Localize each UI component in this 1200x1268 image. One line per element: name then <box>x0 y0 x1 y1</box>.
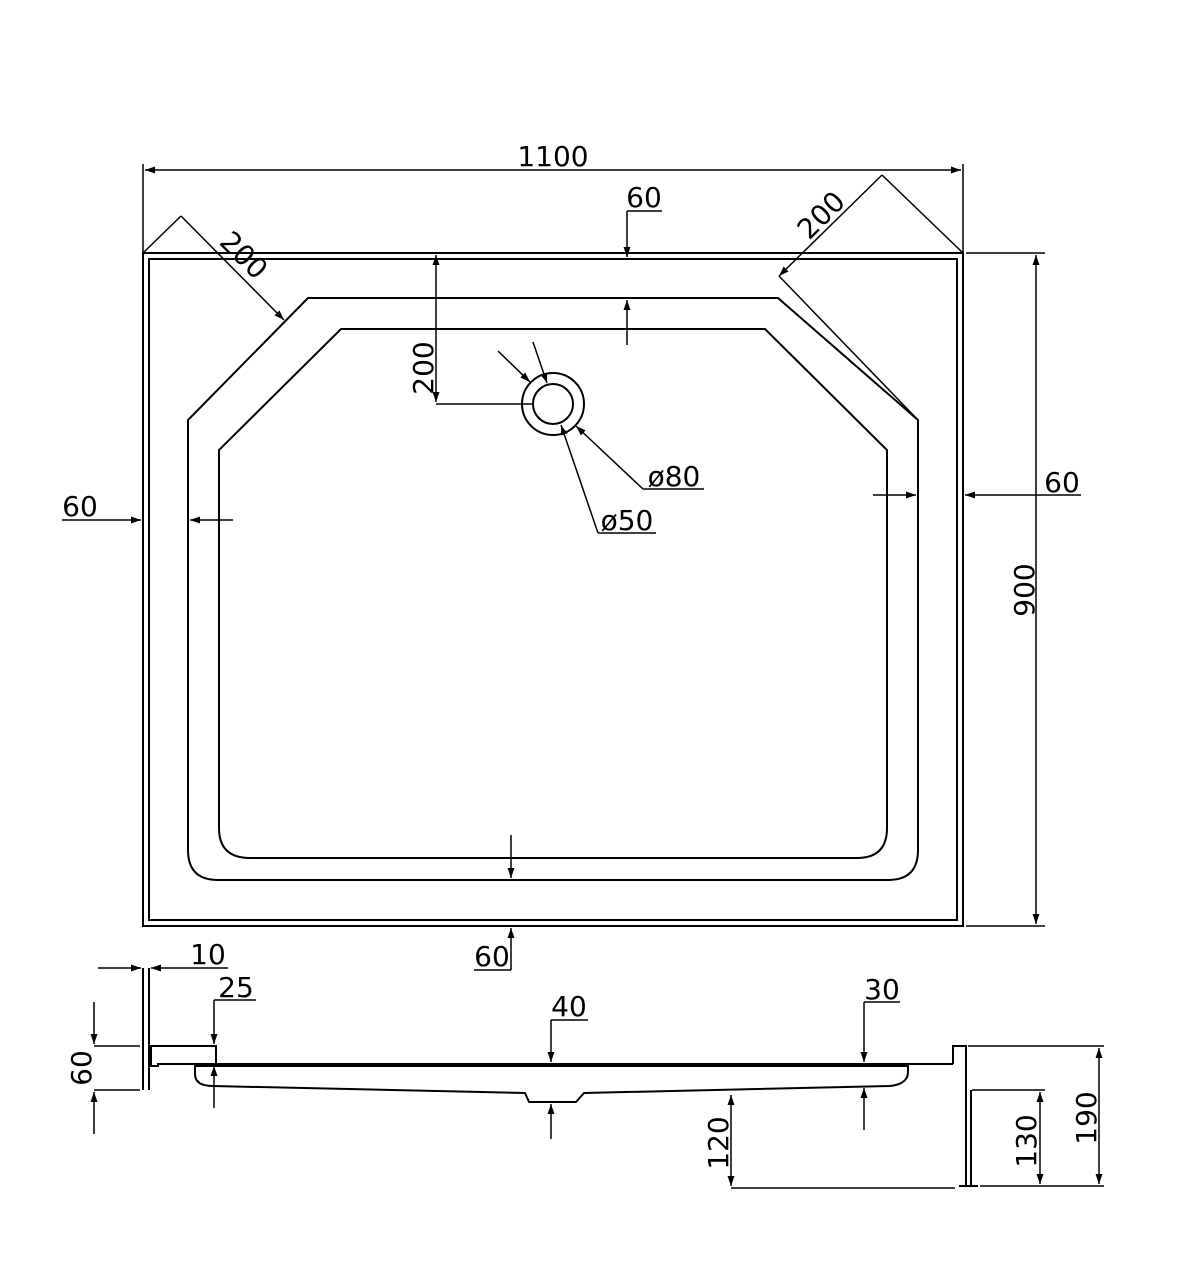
dim-drain-inner: ø50 <box>532 341 656 537</box>
section-right-leg <box>959 1090 978 1187</box>
dim-section-clearance-label: 120 <box>702 1116 735 1169</box>
section-left-rim <box>150 1045 217 1067</box>
dim-overall-width: 1100 <box>142 140 964 253</box>
dim-section-right-depth-label: 30 <box>864 973 900 1006</box>
dim-drain-inner-label: ø50 <box>601 504 654 537</box>
dim-section-clearance: 120 <box>702 1095 955 1189</box>
dim-corner-right-label: 200 <box>791 185 852 246</box>
dim-section-center-depth: 40 <box>547 990 588 1139</box>
dim-drain-offset: 200 <box>407 255 533 405</box>
dim-corner-left: 200 <box>142 215 285 321</box>
dim-drain-outer: ø80 <box>497 350 704 493</box>
dim-section-inset-label: 25 <box>218 971 254 1004</box>
dim-section-inset: 25 <box>210 971 256 1108</box>
plan-view <box>142 252 964 927</box>
dim-section-right-depth: 30 <box>860 973 900 1130</box>
dim-width-label: 1100 <box>517 140 588 173</box>
dim-rim-bottom: 60 <box>474 835 515 973</box>
dim-corner-right: 200 <box>778 174 964 421</box>
dim-corner-left-label: 200 <box>213 225 274 286</box>
rim-inner-contour <box>187 297 919 881</box>
dim-depth-label: 900 <box>1008 563 1041 616</box>
dim-drain-offset-label: 200 <box>407 341 440 394</box>
dim-section-leg-height-label: 130 <box>1010 1114 1043 1167</box>
dim-rim-right: 60 <box>873 466 1081 499</box>
section-bottom-profile <box>194 1065 909 1103</box>
dim-section-lip: 10 <box>98 938 228 972</box>
tray-lip-edge <box>148 258 958 921</box>
dim-section-total-height: 190 <box>968 1045 1104 1184</box>
section-right-rim <box>952 1045 967 1090</box>
dim-rim-top-label: 60 <box>626 181 662 214</box>
dim-rim-left: 60 <box>62 490 233 524</box>
dim-section-lip-label: 10 <box>190 938 226 971</box>
dim-section-leg-height: 130 <box>972 1089 1104 1187</box>
basin-contour <box>218 328 888 859</box>
tray-outer-edge <box>142 252 964 927</box>
dim-overall-depth: 900 <box>966 252 1045 927</box>
dim-section-total-height-label: 190 <box>1070 1091 1103 1144</box>
dim-rim-top: 60 <box>623 181 662 345</box>
dim-section-rim-height-label: 60 <box>65 1050 98 1086</box>
dim-rim-bottom-label: 60 <box>474 940 510 973</box>
dim-section-rim-height: 60 <box>65 1002 140 1134</box>
dim-section-center-depth-label: 40 <box>551 990 587 1023</box>
dim-drain-outer-label: ø80 <box>648 460 701 493</box>
dim-rim-right-label: 60 <box>1044 466 1080 499</box>
dim-rim-left-label: 60 <box>62 490 98 523</box>
drain-inner-ring <box>532 383 574 425</box>
section-view <box>142 968 978 1187</box>
